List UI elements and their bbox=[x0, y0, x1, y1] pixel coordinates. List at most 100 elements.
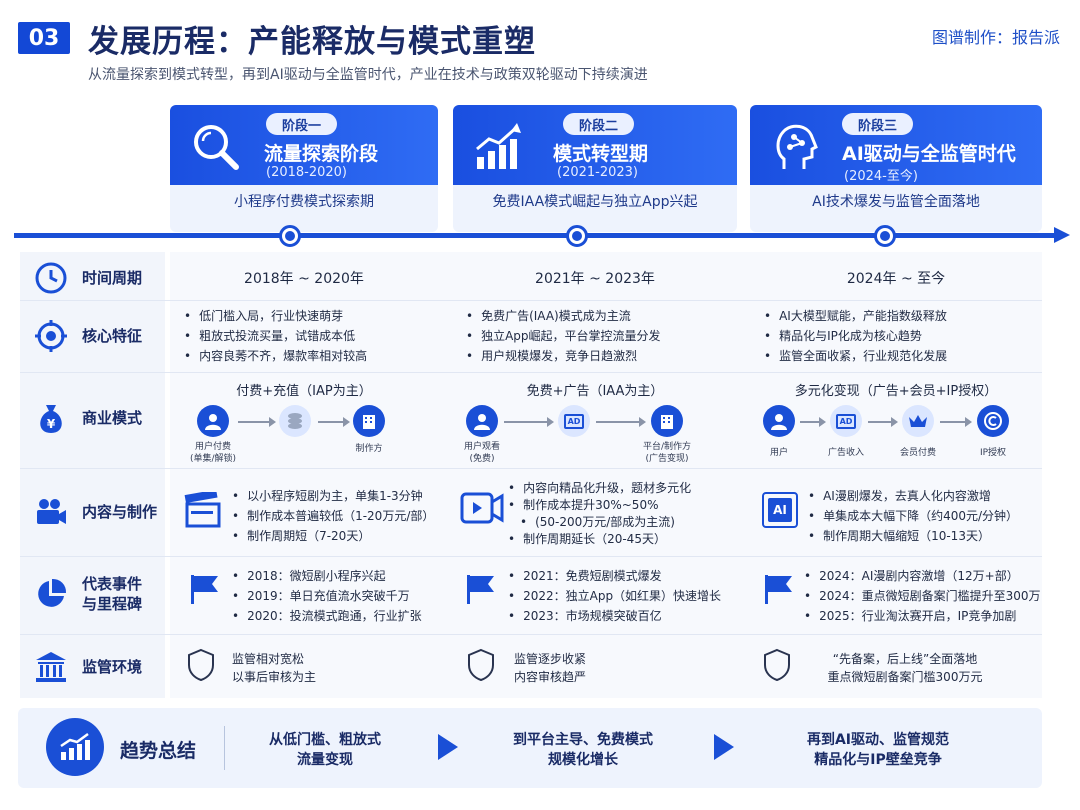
list-item: 低门槛入局，行业快速萌芽 bbox=[184, 306, 367, 326]
trend-summary-panel bbox=[18, 708, 1042, 788]
summary-arrow bbox=[438, 734, 458, 760]
timeline-dot bbox=[566, 225, 588, 247]
ai-head-icon bbox=[776, 124, 818, 169]
copyright-icon bbox=[977, 405, 1009, 437]
row-divider bbox=[20, 468, 1042, 469]
coins-icon bbox=[279, 405, 311, 437]
list-item: 制作成本提升30%~50% bbox=[508, 497, 691, 514]
timeline-dot bbox=[279, 225, 301, 247]
list-item: 2021：免费短剧模式爆发 bbox=[508, 566, 721, 586]
flag-icon bbox=[765, 575, 792, 604]
flag-icon bbox=[191, 575, 218, 604]
credit-text: 图谱制作：报告派 bbox=[931, 28, 1060, 47]
clapperboard-icon bbox=[184, 492, 221, 528]
user-icon bbox=[763, 405, 795, 437]
list-item: 制作周期短（7-20天） bbox=[232, 526, 434, 546]
list-item: AI大模型赋能，产能指数级释放 bbox=[764, 306, 947, 326]
ai-chip-icon: AI bbox=[762, 492, 798, 528]
crown-icon bbox=[902, 405, 934, 437]
node-label: IP授权 bbox=[979, 448, 1007, 458]
row-divider bbox=[20, 372, 1042, 373]
clock-icon bbox=[35, 262, 67, 294]
stage-description: 小程序付费模式探索期 bbox=[234, 194, 374, 210]
bar-chart-icon bbox=[46, 718, 104, 776]
regulation-stage-3: “先备案，后上线”全面落地重点微短剧备案门槛300万元 bbox=[827, 652, 983, 684]
stage-years: (2018-2020) bbox=[266, 165, 348, 180]
row-divider bbox=[20, 300, 1042, 301]
target-icon bbox=[35, 320, 67, 352]
list-item: 2024：重点微短剧备案门槛提升至300万 bbox=[804, 586, 1040, 606]
list-item: 2018：微短剧小程序兴起 bbox=[232, 566, 422, 586]
list-item: 以小程序短剧为主，单集1-3分钟 bbox=[232, 486, 434, 506]
list-item: 2020：投流模式跑通，行业扩张 bbox=[232, 606, 422, 626]
features-stage-2: 免费广告(IAA)模式成为主流 独立App崛起，平台掌控流量分发 用户规模爆发，… bbox=[466, 306, 661, 366]
flow-arrow bbox=[238, 418, 276, 426]
list-item: 制作成本普遍较低（1-20万元/部） bbox=[232, 506, 434, 526]
node-label: 用户付费(单集/解锁) bbox=[189, 442, 237, 464]
list-item: 免费广告(IAA)模式成为主流 bbox=[466, 306, 661, 326]
summary-label: 趋势总结 bbox=[120, 740, 197, 762]
money-bag-icon: ¥ bbox=[40, 405, 62, 433]
flow-arrow bbox=[504, 418, 554, 426]
list-item: 粗放式投流买量，试错成本低 bbox=[184, 326, 367, 346]
list-item: 2023：市场规模突破百亿 bbox=[508, 606, 721, 626]
content-stage-3: AI漫剧爆发，去真人化内容激增 单集成本大幅下降（约400元/分钟） 制作周期大… bbox=[808, 486, 1018, 546]
stage-description: AI技术爆发与监管全面落地 bbox=[812, 194, 980, 210]
flow-arrow bbox=[596, 418, 646, 426]
summary-arrow bbox=[714, 734, 734, 760]
row-label-text: 监管环境 bbox=[82, 658, 143, 676]
list-item: 监管全面收紧，行业规范化发展 bbox=[764, 346, 947, 366]
stage-years: (2024-至今) bbox=[844, 169, 918, 184]
government-building-icon bbox=[36, 652, 66, 682]
node-label: 用户观看(免费) bbox=[463, 442, 500, 464]
row-label-features: 核心特征 bbox=[20, 316, 165, 356]
row-divider bbox=[20, 556, 1042, 557]
stage-pill: 阶段二 bbox=[563, 113, 635, 135]
video-screen-icon bbox=[460, 492, 504, 524]
timeline-dot bbox=[874, 225, 896, 247]
list-item: AI漫剧爆发，去真人化内容激增 bbox=[808, 486, 1018, 506]
section-number-badge: 03 bbox=[18, 22, 70, 54]
list-item: 制作周期大幅缩短（10-13天） bbox=[808, 526, 1018, 546]
row-label-period: 时间周期 bbox=[20, 258, 165, 298]
stage-name: 流量探索阶段 bbox=[264, 143, 379, 165]
summary-item-1: 从低门槛、粗放式流量变现 bbox=[269, 732, 381, 768]
node-label: 会员付费 bbox=[899, 448, 936, 458]
shield-icon bbox=[764, 648, 790, 682]
summary-item-2: 到平台主导、免费模式规模化增长 bbox=[513, 732, 653, 768]
stage-card-2: 阶段二 模式转型期 (2021-2023) 免费IAA模式崛起与独立App兴起 bbox=[453, 105, 737, 232]
shield-icon bbox=[468, 648, 494, 682]
period-stage-3: 2024年 ~ 至今 bbox=[846, 271, 946, 287]
growth-chart-icon bbox=[476, 123, 521, 169]
user-icon bbox=[466, 405, 498, 437]
node-label: 制作方 bbox=[355, 444, 383, 454]
shield-icon bbox=[188, 648, 214, 682]
stage-years: (2021-2023) bbox=[557, 165, 639, 180]
business-title-stage-2: 免费+广告（IAA为主） bbox=[526, 384, 664, 399]
video-camera-icon bbox=[37, 499, 66, 524]
row-label-text: 内容与制作 bbox=[82, 503, 158, 521]
content-stage-2: 内容向精品化升级，题材多元化 制作成本提升30%~50% (50-200万元/部… bbox=[508, 480, 691, 548]
node-label: 平台/制作方(广告变现) bbox=[642, 442, 692, 464]
summary-divider bbox=[224, 726, 225, 770]
ad-icon: AD bbox=[830, 405, 862, 437]
list-item: 制作周期延长（20-45天） bbox=[508, 531, 691, 548]
stage-name: AI驱动与全监管时代 bbox=[842, 143, 1016, 165]
search-icon bbox=[194, 125, 239, 170]
row-label-text: 商业模式 bbox=[82, 409, 143, 427]
list-item: 2019：单日充值流水突破千万 bbox=[232, 586, 422, 606]
list-item: 独立App崛起，平台掌控流量分发 bbox=[466, 326, 660, 346]
node-label: 广告收入 bbox=[827, 448, 864, 458]
stage-card-1: 阶段一 流量探索阶段 (2018-2020) 小程序付费模式探索期 bbox=[170, 105, 438, 232]
period-stage-2: 2021年 ~ 2023年 bbox=[535, 271, 655, 287]
stage-description: 免费IAA模式崛起与独立App兴起 bbox=[492, 194, 698, 210]
page-title: 发展历程：产能释放与模式重塑 bbox=[88, 24, 536, 60]
list-item: 2025：行业淘汰赛开启，IP竞争加剧 bbox=[804, 606, 1041, 626]
features-stage-1: 低门槛入局，行业快速萌芽 粗放式投流买量，试错成本低 内容良莠不齐，爆款率相对较… bbox=[184, 306, 367, 366]
list-item: 精品化与IP化成为核心趋势 bbox=[764, 326, 947, 346]
list-item: 内容向精品化升级，题材多元化 bbox=[508, 480, 691, 497]
business-title-stage-3: 多元化变现（广告+会员+IP授权） bbox=[794, 384, 998, 399]
events-stage-2: 2021：免费短剧模式爆发 2022：独立App（如红果）快速增长 2023：市… bbox=[508, 566, 721, 626]
flow-arrow bbox=[800, 418, 826, 426]
list-item: 用户规模爆发，竞争日趋激烈 bbox=[466, 346, 661, 366]
